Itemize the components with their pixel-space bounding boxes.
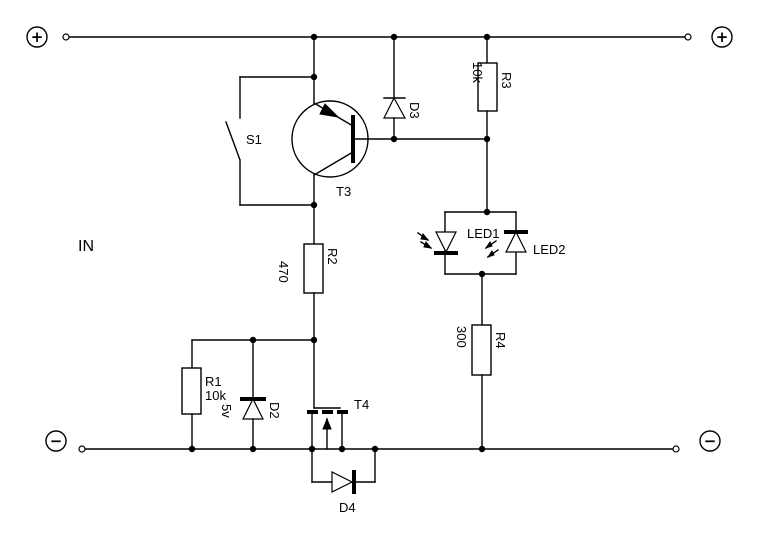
r2-label: R2 bbox=[325, 248, 340, 265]
minus-terminal-right[interactable]: − bbox=[699, 430, 721, 452]
transistor-t3[interactable] bbox=[291, 36, 395, 206]
d2-value: 5v bbox=[219, 404, 234, 418]
svg-text:−: − bbox=[704, 432, 717, 450]
resistor-r3[interactable] bbox=[477, 36, 498, 213]
led1-label: LED1 bbox=[467, 226, 500, 241]
negative-rail bbox=[78, 445, 680, 453]
junction-dots bbox=[188, 33, 491, 453]
d2-label: D2 bbox=[267, 402, 282, 419]
led2-label: LED2 bbox=[533, 242, 566, 257]
input-label: IN bbox=[78, 238, 94, 255]
r4-value: 300 bbox=[454, 326, 469, 348]
t3-label: T3 bbox=[336, 184, 351, 199]
r3-label: R3 bbox=[499, 72, 514, 89]
s1-label: S1 bbox=[246, 132, 262, 147]
r1-label: R1 bbox=[205, 374, 222, 389]
resistor-r2[interactable] bbox=[303, 204, 324, 341]
switch-s1[interactable] bbox=[225, 76, 315, 206]
mosfet-t4[interactable] bbox=[307, 407, 348, 450]
positive-rail bbox=[62, 33, 692, 41]
r3-value: 10k bbox=[470, 62, 485, 83]
plus-terminal-left[interactable]: + bbox=[26, 26, 48, 48]
zener-d2[interactable] bbox=[240, 339, 266, 450]
r2-value: 470 bbox=[276, 261, 291, 283]
svg-text:+: + bbox=[716, 28, 729, 46]
resistor-r4[interactable] bbox=[471, 324, 492, 450]
resistor-r1[interactable] bbox=[181, 339, 202, 450]
r1-value: 10k bbox=[205, 388, 226, 403]
t4-label: T4 bbox=[354, 397, 369, 412]
led-2[interactable] bbox=[484, 230, 528, 258]
led-1[interactable] bbox=[417, 231, 458, 255]
r4-label: R4 bbox=[493, 332, 508, 349]
diode-d3[interactable] bbox=[383, 36, 488, 140]
d4-label: D4 bbox=[339, 500, 356, 515]
svg-text:+: + bbox=[31, 28, 44, 46]
d3-label: D3 bbox=[407, 102, 422, 119]
minus-terminal-left[interactable]: − bbox=[45, 430, 67, 452]
svg-text:−: − bbox=[50, 432, 63, 450]
plus-terminal-right[interactable]: + bbox=[711, 26, 733, 48]
diode-d4[interactable] bbox=[311, 448, 376, 494]
